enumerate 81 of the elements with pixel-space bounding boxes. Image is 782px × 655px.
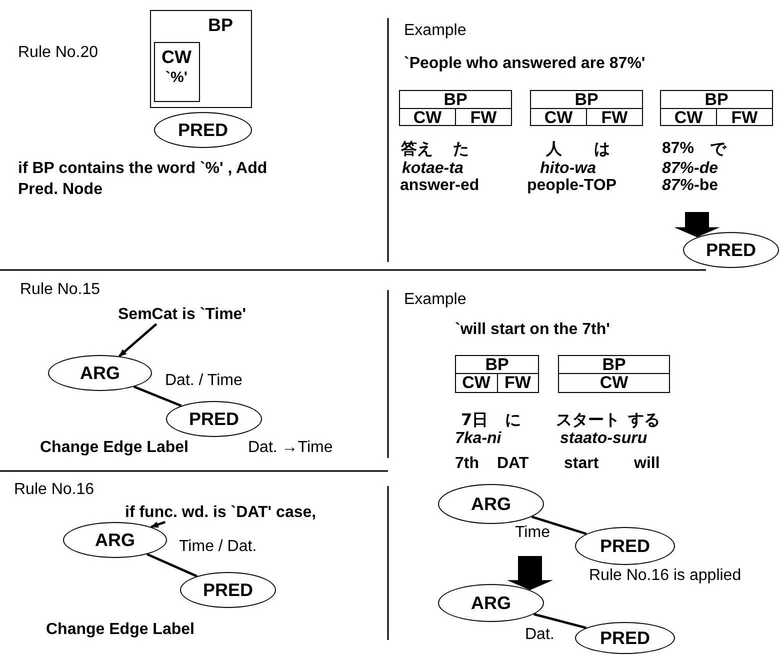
text-label: kotae-ta xyxy=(402,160,464,178)
table-cell-text: FW xyxy=(730,109,759,126)
node-ellipse xyxy=(575,527,675,565)
text-label: 7日 xyxy=(461,411,488,429)
text-label: で xyxy=(710,140,726,158)
phrase-table xyxy=(399,90,512,126)
node-label: ARG xyxy=(471,494,511,514)
text-label: DAT xyxy=(497,455,529,473)
text-label: に xyxy=(505,411,521,429)
text-label: Rule No.16 xyxy=(14,481,94,499)
node-label: PRED xyxy=(178,120,228,140)
text-label: スタート xyxy=(556,411,620,429)
text-label: 人 xyxy=(546,140,562,158)
node-label: PRED xyxy=(188,408,239,430)
node-label: `%' xyxy=(164,68,188,86)
text-label: Rule No.16 is applied xyxy=(589,567,742,585)
text-label: hito-wa xyxy=(540,160,596,178)
phrase-table xyxy=(530,90,643,126)
table-cell-text: FW xyxy=(469,109,498,126)
condition-text: SemCat is `Time' xyxy=(118,306,246,324)
text-label: 7ka-ni xyxy=(455,430,502,448)
node-label: PRED xyxy=(600,536,650,556)
connector-line xyxy=(133,386,182,407)
table-header-cell: BP xyxy=(661,91,772,109)
text-label: Rule No.20 xyxy=(18,44,98,62)
text-label: `People who answered are 87%' xyxy=(404,55,646,73)
node-label: PRED xyxy=(706,240,756,260)
text-label: if BP contains the word `%' , Add Pred. Node xyxy=(18,159,268,200)
text-label: 答え xyxy=(401,140,433,158)
bunsetsu-box xyxy=(150,10,252,108)
text-label: will xyxy=(634,455,660,473)
text-label: answer-ed xyxy=(400,177,480,195)
arrow xyxy=(150,520,166,528)
text-label: 87%-de xyxy=(662,160,718,178)
block-arrow xyxy=(507,556,553,590)
bunsetsu-box xyxy=(154,42,200,102)
phrase-table xyxy=(558,355,670,393)
node-ellipse xyxy=(575,622,675,654)
table-header-cell: BP xyxy=(559,356,669,374)
text-label: する xyxy=(628,411,660,429)
node-label: CW xyxy=(160,46,192,68)
table-header-cell: BP xyxy=(456,356,538,374)
table-cell-text: FW xyxy=(600,109,629,126)
condition-text: if func. wd. is `DAT' case, xyxy=(125,504,316,522)
table-cell: CW xyxy=(531,109,587,126)
table-header-cell: BP xyxy=(400,91,511,109)
connector-line xyxy=(534,613,587,630)
text-label: `will start on the 7th' xyxy=(455,321,610,339)
text-label: Dat. →Time xyxy=(248,439,333,457)
node-label: ARG xyxy=(471,592,511,614)
table-cell: CW xyxy=(661,109,717,126)
node-ellipse xyxy=(438,584,544,622)
node-label: PRED xyxy=(600,628,650,648)
text-label: Example xyxy=(404,22,466,40)
node-label: PRED xyxy=(202,580,253,600)
phrase-table xyxy=(455,355,539,393)
text-label: 87% xyxy=(662,140,694,158)
text-label: Change Edge Label xyxy=(40,439,188,457)
table-cell-text: FW xyxy=(504,374,532,392)
node-label: BP xyxy=(208,15,233,36)
block-arrow xyxy=(674,212,720,238)
table-header-cell: BP xyxy=(531,91,642,109)
arrow xyxy=(118,323,158,358)
table-cell-text: CW xyxy=(598,374,630,392)
connector-line xyxy=(531,516,587,536)
text-label: start xyxy=(564,455,599,473)
connector-line xyxy=(146,553,198,578)
node-label: ARG xyxy=(95,530,135,550)
text-label: 7th xyxy=(455,455,479,473)
table-cell: CW xyxy=(456,374,498,392)
text-label: Change Edge Label xyxy=(46,621,194,639)
text-label: 87%-be xyxy=(662,177,718,195)
text-label: people-TOP xyxy=(527,177,616,195)
text-label: Example xyxy=(404,291,466,309)
text-label: は xyxy=(594,140,610,158)
node-label: ARG xyxy=(80,362,120,384)
text-label: た xyxy=(453,140,469,158)
phrase-table xyxy=(660,90,773,126)
table-cell: CW xyxy=(400,109,456,126)
text-label: Rule No.15 xyxy=(20,281,100,299)
text-label: staato-suru xyxy=(560,430,648,448)
